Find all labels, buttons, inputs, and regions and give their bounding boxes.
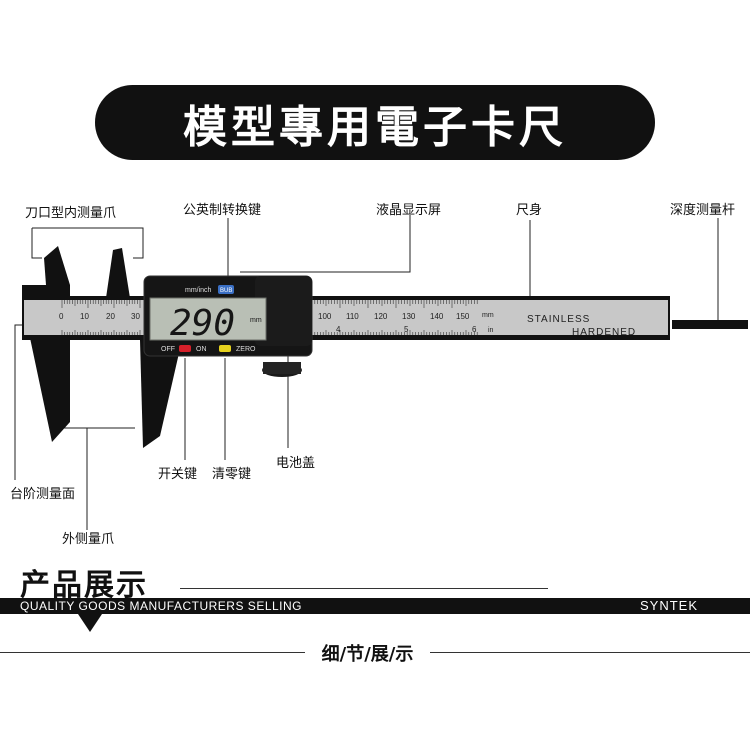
ruler-blade [24, 300, 668, 335]
brand-name: SYNTEK [640, 598, 699, 613]
detail-divider-left [0, 652, 305, 653]
callout-power-key: 开关键 [158, 467, 198, 482]
scale-label: 100 [318, 312, 332, 321]
band-notch [78, 614, 102, 632]
callout-lines [14, 215, 719, 530]
detail-divider-right [430, 652, 750, 653]
unit-label: mm/inch [185, 287, 212, 294]
detail-title: 细/节/展/示 [321, 644, 414, 665]
lcd-unit: mm [250, 317, 262, 324]
sliding-inner-jaw [106, 248, 130, 298]
callout-inner-jaw: 刀口型内测量爪 [25, 206, 117, 221]
unit-switch-button[interactable] [218, 285, 234, 294]
tagline-text: QUALITY GOODS MANUFACTURERS SELLING [20, 599, 302, 613]
on-label: ON [196, 346, 207, 353]
callout-depth-rod: 深度测量杆 [670, 203, 736, 218]
zero-button[interactable] [219, 345, 231, 352]
lcd-screen [149, 297, 267, 341]
scale-label: 110 [346, 312, 359, 321]
scale-inch-label: 4 [336, 325, 341, 334]
page-title: 模型專用電子卡尺 [183, 101, 567, 153]
lcd-leader [240, 215, 411, 273]
power-button[interactable] [179, 345, 191, 352]
scale-ticks-left [61, 300, 141, 335]
fixed-inner-jaw [44, 246, 70, 285]
scale-label: 120 [374, 312, 388, 321]
scale-label: 140 [430, 312, 444, 321]
scale-unit-mm: mm [482, 312, 494, 319]
depth-rod [672, 320, 748, 329]
scale-label: 150 [456, 312, 470, 321]
showcase-divider [180, 588, 548, 589]
scale-ticks-right [311, 300, 478, 335]
showcase-title: 产品展示 [20, 568, 148, 603]
callout-outer-jaw: 外侧量爪 [62, 532, 115, 547]
tagline-band [0, 598, 750, 614]
lcd-reading: 290 [170, 303, 235, 344]
scale-label: 20 [106, 312, 115, 321]
zero-label: ZERO [236, 346, 256, 353]
scale-label: 30 [131, 312, 140, 321]
off-label: OFF [161, 346, 175, 353]
scale-label: 130 [402, 312, 416, 321]
callout-unit-switch: 公英制转换键 [183, 203, 262, 218]
battery-cover[interactable] [255, 276, 312, 346]
scale-unit-in: in [488, 327, 494, 334]
outer-jaw-leader-a [62, 427, 88, 530]
scale-label: 10 [80, 312, 89, 321]
title-banner: 模型專用電子卡尺 [95, 85, 655, 160]
sliding-outer-jaw [140, 340, 182, 448]
unit-switch-label: BUB [220, 288, 232, 294]
thumb-roller-body [263, 362, 301, 374]
callout-zero-key: 清零键 [212, 467, 252, 482]
callout-lcd: 液晶显示屏 [376, 203, 442, 218]
callout-battery-cover: 电池盖 [276, 456, 316, 471]
callout-step-face: 台阶测量面 [10, 487, 76, 502]
callout-ruler-body: 尺身 [516, 203, 543, 218]
scale-label: 0 [59, 312, 64, 321]
scale-inch-label: 6 [472, 325, 477, 334]
inner-jaw-leader-right [32, 227, 144, 259]
scale-inch-label: 5 [404, 325, 409, 334]
inner-jaw-leader-left [31, 228, 42, 259]
stainless-mark: STAINLESS [527, 314, 590, 325]
hardened-mark: HARDENED [572, 327, 636, 338]
